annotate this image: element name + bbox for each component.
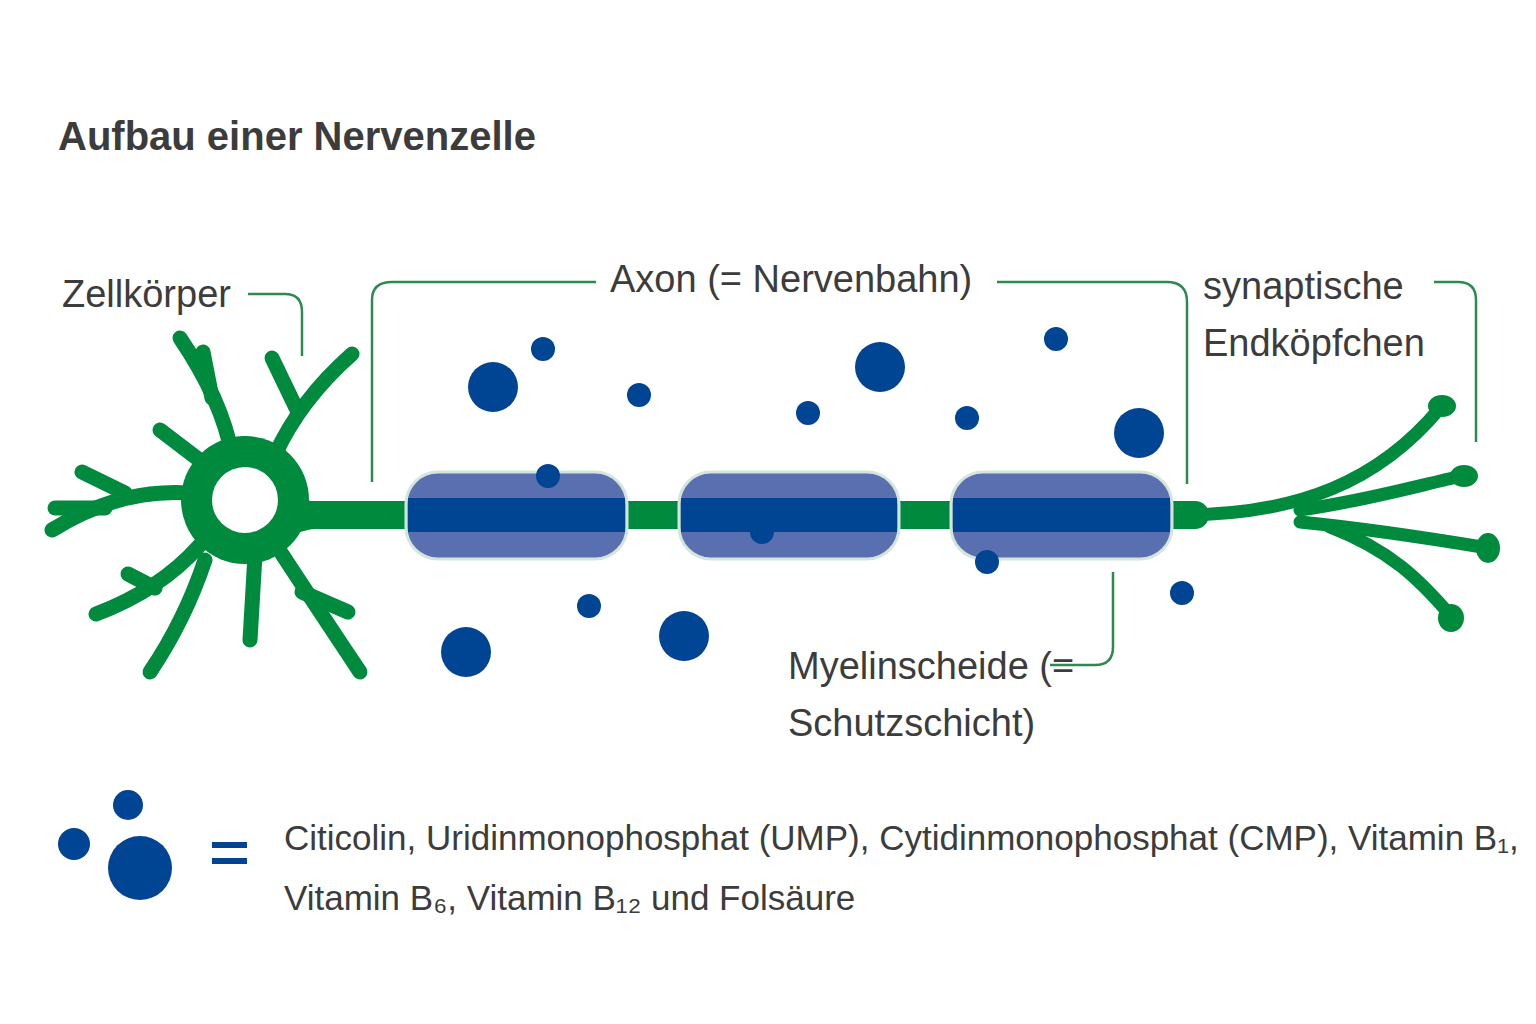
myelin-sheath <box>951 472 1172 559</box>
part-label: Axon (= Nervenbahn) <box>610 255 990 303</box>
part-label: synaptische Endköpfchen <box>1203 258 1463 372</box>
legend-symbol <box>58 790 247 900</box>
part-label: Zellkörper <box>62 270 262 318</box>
dendrites <box>52 338 360 672</box>
nutrient-dots <box>441 327 1194 677</box>
myelin-sheath <box>406 472 627 559</box>
neuron-shape <box>52 338 1488 672</box>
cell-body-leader <box>248 294 302 356</box>
axon-terminals <box>1180 408 1488 615</box>
synapse-leader <box>1434 282 1476 442</box>
equals-sign <box>212 842 247 848</box>
myelin-core <box>681 498 897 532</box>
myelin-sheath <box>679 472 899 559</box>
axon-bracket-left <box>372 282 596 482</box>
synaptic-knob <box>1476 533 1500 563</box>
synaptic-knob <box>1438 604 1464 632</box>
diagram-title: Aufbau einer Nervenzelle <box>58 112 958 160</box>
myelin-core <box>953 498 1170 532</box>
neuron-fill <box>181 395 1500 632</box>
part-label: Myelinscheide (= Schutzschicht) <box>788 638 1083 752</box>
nucleus <box>212 467 278 533</box>
axon-bracket-right <box>997 282 1187 484</box>
synaptic-knob <box>1450 465 1478 487</box>
legend-text: Citicolin, Uridinmonophosphat (UMP), Cyt… <box>284 808 1524 928</box>
myelin-core <box>408 498 625 532</box>
myelin-sheaths <box>406 472 1172 559</box>
equals-sign <box>212 858 247 864</box>
synaptic-knob <box>1428 395 1456 417</box>
